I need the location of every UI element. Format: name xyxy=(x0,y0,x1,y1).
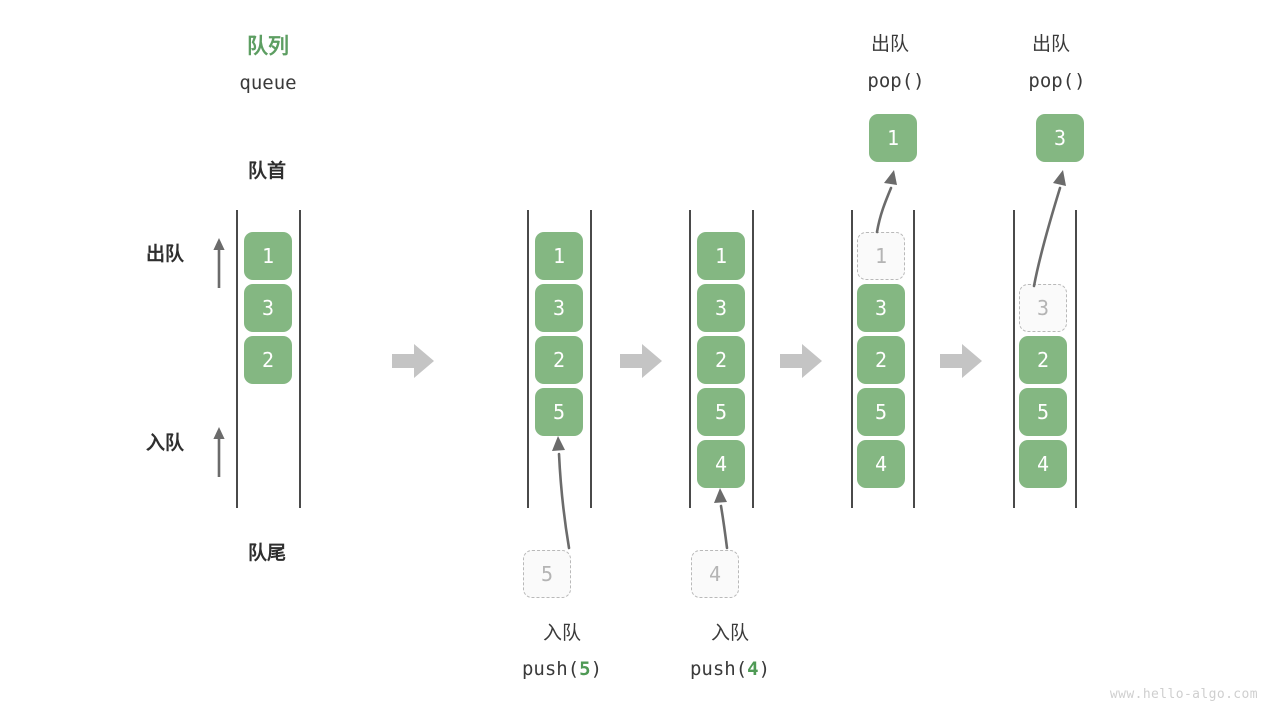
step-arrow-2 xyxy=(620,340,662,382)
push-caption-code: push(4) xyxy=(690,657,770,681)
push-caption-code: push(5) xyxy=(522,657,602,681)
dequeue-direction-arrow xyxy=(210,236,228,290)
pop-header-cn: 出队 xyxy=(870,34,910,55)
queue-cell: 2 xyxy=(535,336,583,384)
push-code-prefix: push( xyxy=(521,658,580,680)
queue-rail-left xyxy=(236,210,238,508)
queue-cell: 2 xyxy=(857,336,905,384)
queue-tail-label: 队尾 xyxy=(247,543,287,564)
enqueue-direction-arrow xyxy=(210,425,228,479)
dequeue-direction-label: 出队 xyxy=(146,244,185,265)
diagram-title-en: queue xyxy=(239,72,297,94)
queue-cell: 3 xyxy=(535,284,583,332)
queue-cell: 5 xyxy=(697,388,745,436)
queue-cell: 1 xyxy=(244,232,292,280)
push-code-suffix: ) xyxy=(758,658,771,680)
push-arrow xyxy=(700,484,740,550)
queue-cell: 4 xyxy=(697,440,745,488)
queue-cell: 2 xyxy=(1019,336,1067,384)
push-code-arg: 4 xyxy=(747,658,759,680)
queue-cell: 1 xyxy=(535,232,583,280)
queue-cell: 5 xyxy=(1019,388,1067,436)
queue-cell: 1 xyxy=(857,232,905,280)
queue-cell: 1 xyxy=(697,232,745,280)
incoming-element: 4 xyxy=(691,550,739,598)
push-arrow xyxy=(538,432,578,550)
enqueue-direction-label: 入队 xyxy=(146,433,185,454)
queue-cell: 2 xyxy=(697,336,745,384)
popped-element: 1 xyxy=(869,114,917,162)
queue-cell: 3 xyxy=(244,284,292,332)
queue-rail-left xyxy=(527,210,529,508)
queue-rail-left xyxy=(851,210,853,508)
popped-element: 3 xyxy=(1036,114,1084,162)
push-caption-cn: 入队 xyxy=(542,623,582,644)
queue-cell: 4 xyxy=(1019,440,1067,488)
queue-rail-left xyxy=(689,210,691,508)
queue-cell: 4 xyxy=(857,440,905,488)
queue-head-label: 队首 xyxy=(247,161,287,182)
pop-arrow xyxy=(1026,166,1076,288)
queue-cell: 3 xyxy=(697,284,745,332)
push-code-prefix: push( xyxy=(689,658,748,680)
queue-cell: 5 xyxy=(535,388,583,436)
queue-cell: 2 xyxy=(244,336,292,384)
push-caption-cn: 入队 xyxy=(710,623,750,644)
step-arrow-4 xyxy=(940,340,982,382)
queue-rail-right xyxy=(590,210,592,508)
pop-arrow xyxy=(869,166,909,234)
push-code-arg: 5 xyxy=(579,658,591,680)
queue-rail-left xyxy=(1013,210,1015,508)
queue-cell: 3 xyxy=(857,284,905,332)
step-arrow-1 xyxy=(392,340,434,382)
queue-cell: 3 xyxy=(1019,284,1067,332)
queue-rail-right xyxy=(1075,210,1077,508)
push-code-suffix: ) xyxy=(590,658,603,680)
pop-header-code: pop() xyxy=(1028,70,1086,92)
watermark: www.hello-algo.com xyxy=(1109,687,1258,702)
diagram-title-cn: 队列 xyxy=(247,35,289,58)
incoming-element: 5 xyxy=(523,550,571,598)
queue-rail-right xyxy=(913,210,915,508)
queue-cell: 5 xyxy=(857,388,905,436)
queue-rail-right xyxy=(299,210,301,508)
pop-header-cn: 出队 xyxy=(1031,34,1071,55)
step-arrow-3 xyxy=(780,340,822,382)
pop-header-code: pop() xyxy=(867,70,925,92)
queue-rail-right xyxy=(752,210,754,508)
